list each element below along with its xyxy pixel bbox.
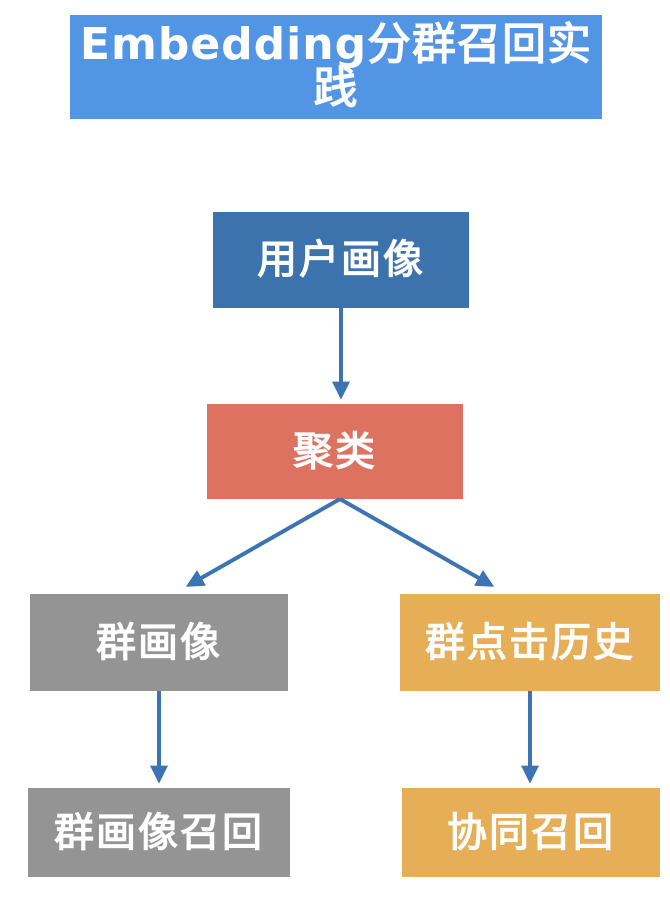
node-group-profile: 群画像 (30, 594, 288, 691)
diagram-title: Embedding分群召回实践 (70, 15, 602, 119)
node-group-profile-recall: 群画像召回 (28, 788, 290, 877)
arrow-clustering-to-group-click-history (339, 497, 495, 587)
node-collaborative-recall: 协同召回 (402, 788, 660, 877)
node-user-profile: 用户画像 (213, 212, 469, 308)
node-clustering: 聚类 (207, 404, 463, 499)
arrow-clustering-to-group-profile (185, 497, 341, 587)
node-group-click-history: 群点击历史 (400, 594, 660, 691)
